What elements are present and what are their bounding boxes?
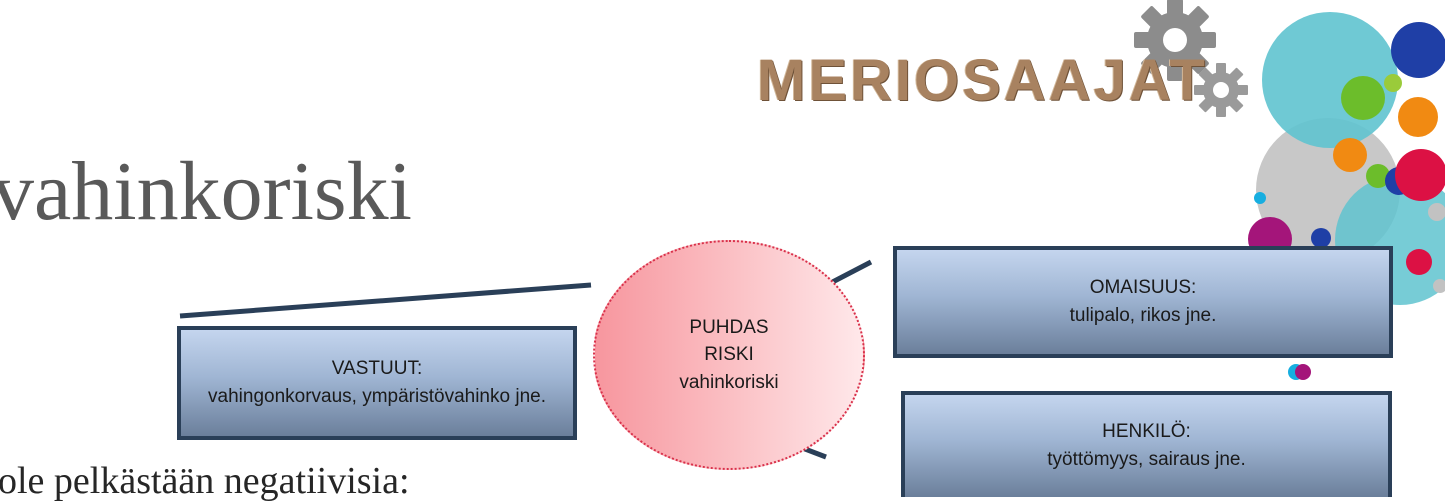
bubble — [1428, 203, 1445, 221]
connector-vastuut — [179, 282, 592, 319]
bubble — [1433, 279, 1445, 293]
bubble — [1384, 74, 1402, 92]
box-henkilo: HENKILÖ: työttömyys, sairaus jne. — [901, 391, 1392, 497]
bubble — [1395, 149, 1445, 201]
bubble — [1398, 97, 1438, 137]
center-risk-ellipse: PUHDAS RISKI vahinkoriski — [593, 240, 865, 470]
center-line: PUHDAS — [689, 316, 769, 338]
bubble — [1254, 192, 1266, 204]
box-heading: HENKILÖ: — [1102, 421, 1191, 443]
bubble — [1406, 249, 1432, 275]
box-heading: VASTUUT: — [331, 358, 423, 380]
box-text: vahingonkorvaus, ympäristövahinko jne. — [208, 386, 546, 407]
box-text: tulipalo, rikos jne. — [1069, 305, 1217, 326]
bubble — [1333, 138, 1367, 172]
bubble — [1295, 364, 1311, 380]
box-vastuut: VASTUUT: vahingonkorvaus, ympäristövahin… — [177, 326, 577, 440]
bottom-text: ole pelkästään negatiivisia: — [0, 460, 410, 502]
bubble — [1341, 76, 1385, 120]
center-line: RISKI — [704, 344, 754, 366]
box-text: työttömyys, sairaus jne. — [1047, 449, 1246, 470]
slide-title: vahinkoriski — [0, 145, 412, 238]
bubble — [1391, 22, 1445, 78]
bubble — [1311, 228, 1331, 248]
box-omaisuus: OMAISUUS: tulipalo, rikos jne. — [893, 246, 1393, 358]
center-line: vahinkoriski — [679, 371, 779, 393]
box-heading: OMAISUUS: — [1089, 277, 1197, 299]
bubble — [1366, 164, 1390, 188]
logo-text: MERIOSAAJAT — [757, 48, 1208, 113]
